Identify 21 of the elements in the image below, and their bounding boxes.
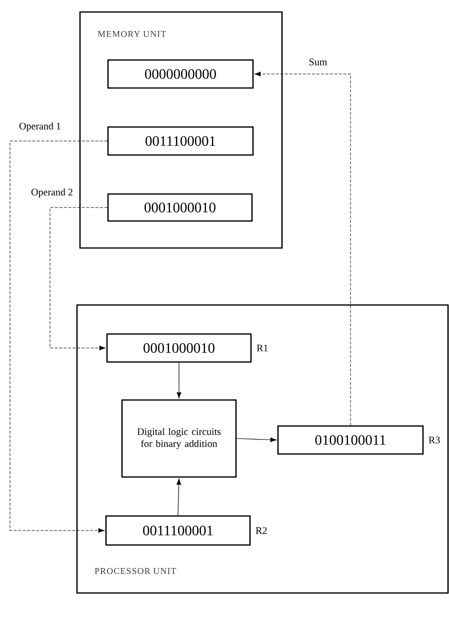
register-name: R2	[256, 527, 267, 534]
arrow	[236, 437, 276, 442]
arrow	[254, 72, 351, 426]
arrow	[10, 140, 108, 533]
register-box: 0011100001	[107, 126, 254, 156]
register-name: R1	[256, 344, 268, 352]
register-box: 0000000000	[107, 59, 254, 89]
process-box: Digital logic circuits for binary addition	[121, 399, 237, 478]
unit-label: MEMORY UNIT	[98, 30, 166, 38]
unit-label: PROCESSOR UNIT	[94, 568, 176, 574]
register-box: 0011100001	[105, 515, 251, 546]
register-box: 0001000010	[107, 193, 253, 222]
register-box: 0100100011	[277, 425, 424, 455]
edge-label: Sum	[308, 58, 328, 66]
register-box: 0001000010	[106, 333, 252, 363]
arrow	[50, 207, 108, 350]
edge-label: Operand 2	[30, 187, 74, 199]
edge-label: Operand 1	[18, 121, 62, 133]
arrow	[176, 478, 182, 516]
arrow	[176, 362, 182, 398]
register-name: R3	[428, 436, 440, 444]
